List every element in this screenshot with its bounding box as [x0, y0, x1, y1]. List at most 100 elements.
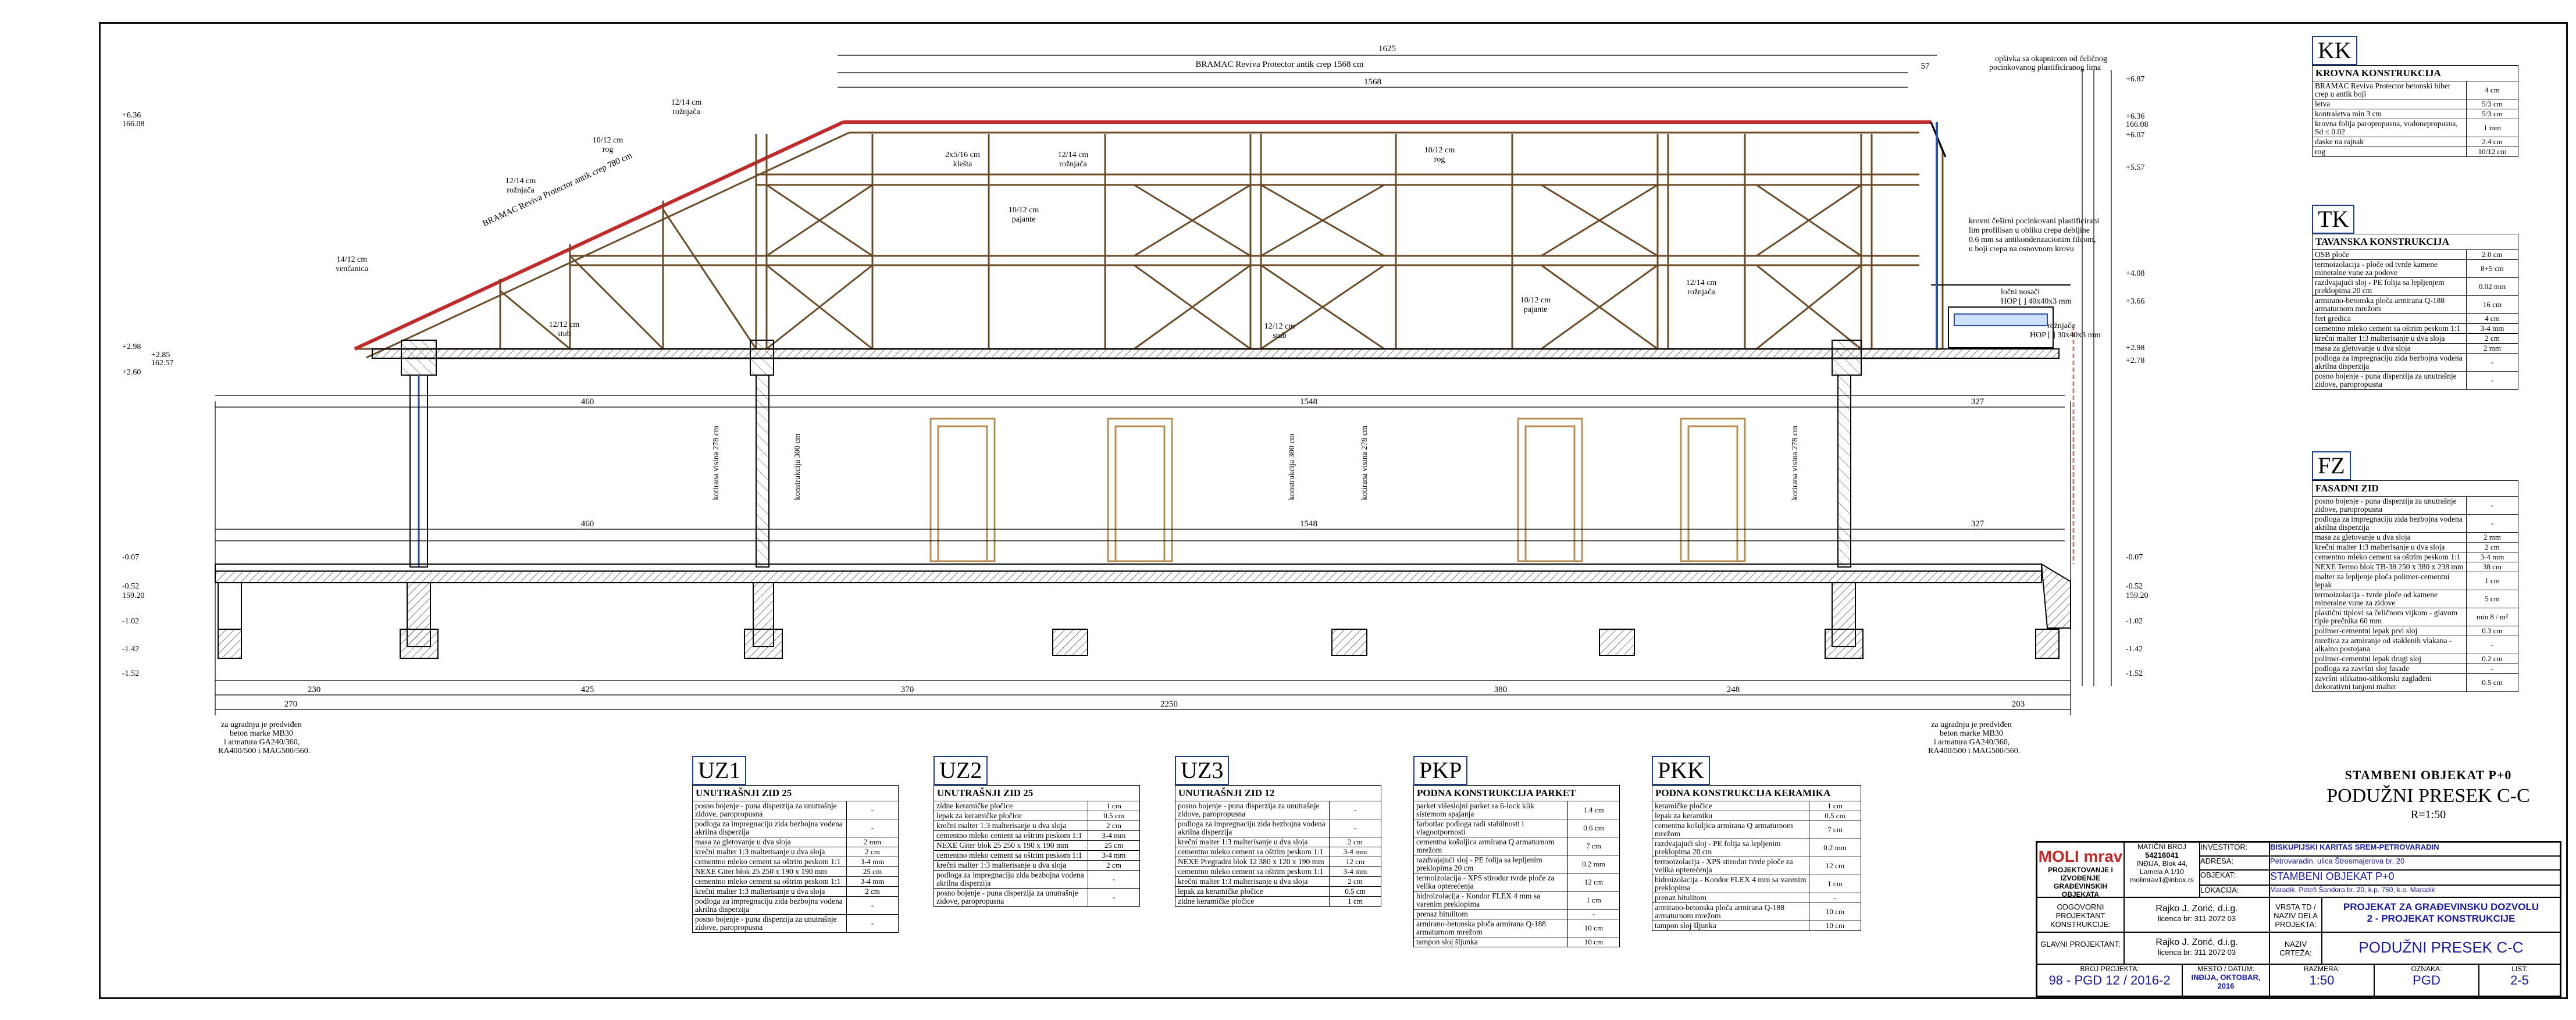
- timber-label: 12/14 cm: [671, 98, 702, 107]
- chief-designer-info: Rajko J. Zorić, d.i.g. licenca br: 311 2…: [2124, 932, 2269, 964]
- layer-value: 1 cm: [2466, 572, 2518, 590]
- layer-value: 2 cm: [2466, 542, 2518, 552]
- layer-value: 1 cm: [1809, 875, 1861, 893]
- legend-title: UNUTRAŠNJI ZID 25: [934, 785, 1140, 801]
- floor-slab: [215, 563, 2071, 629]
- layer-value: 3-4 mm: [2466, 552, 2518, 562]
- legend-table: UNUTRAŠNJI ZID 12 posno bojenje - puna d…: [1175, 785, 1381, 907]
- level-mark: 159.20: [2126, 591, 2149, 600]
- layer-name: masa za gletovanje u dva sloja: [692, 837, 847, 847]
- timber-label: 10/12 cm: [1520, 296, 1551, 305]
- sheet-value: 2-5: [2510, 973, 2529, 987]
- layer-value: 4 cm: [2466, 313, 2518, 324]
- legend-table: UNUTRAŠNJI ZID 25 posno bojenje - puna d…: [692, 785, 899, 933]
- ceiling-slab: [372, 340, 2060, 376]
- drawing-name-label: NAZIV CRTEŽA:: [2269, 932, 2322, 964]
- section-title: PODUŽNI PRESEK C-C: [2326, 785, 2530, 807]
- dim-text: 57: [1921, 62, 1930, 71]
- layer-value: 12 cm: [1329, 857, 1381, 867]
- layer-name: razdvajajući sloj - PE folija sa lepljen…: [2312, 277, 2467, 296]
- dim-text: 425: [581, 685, 594, 694]
- dimension-lines: [215, 55, 2112, 715]
- timber-label: rožnjača: [1059, 160, 1087, 169]
- dim-text: 2250: [1160, 700, 1178, 709]
- layer-name: OSB ploče: [2312, 249, 2467, 260]
- layer-value: 1 cm: [1329, 896, 1381, 907]
- object-title: STAMBENI OBJEKAT P+0: [2345, 768, 2512, 782]
- layer-name: hidroizolacija - Kondor FLEX 4 mm sa var…: [1652, 875, 1809, 893]
- layer-value: 3-4 mm: [1329, 866, 1381, 877]
- dim-text: 380: [1494, 685, 1508, 694]
- level-mark: 166.08: [2126, 120, 2149, 129]
- timber-label: venčanica: [336, 265, 369, 273]
- timber-label: 12/14 cm: [1058, 151, 1089, 159]
- legend-code: PKK: [1652, 756, 1711, 785]
- timber-label: rožnjača: [672, 108, 700, 116]
- level-mark: +5.57: [2126, 163, 2144, 172]
- layer-value: -: [1329, 801, 1381, 819]
- annotation-text: i armatura GA240/360,: [224, 738, 300, 747]
- layer-name: krečni malter 1:3 malterisanje u dva slo…: [2312, 333, 2467, 344]
- layer-value: 0.2 mm: [1567, 855, 1620, 873]
- layer-name: rog: [2312, 147, 2467, 157]
- layer-name: zidne keramičke pločice: [1175, 896, 1330, 907]
- layer-value: 3-4 mm: [1329, 847, 1381, 857]
- layer-name: masa za gletovanje u dva sloja: [2312, 532, 2467, 543]
- legend-table: PODNA KONSTRUKCIJA KERAMIKA keramičke pl…: [1652, 785, 1861, 931]
- designer-license: licenca br: 311 2072 03: [2157, 914, 2236, 923]
- level-mark: +6.87: [2126, 75, 2144, 84]
- layer-name: krečni malter 1:3 malterisanje u dva slo…: [692, 886, 847, 897]
- legend-code: UZ2: [934, 756, 988, 785]
- layer-value: -: [2466, 636, 2518, 654]
- layer-name: cementno mleko cement sa oštrim peskom 1…: [692, 857, 847, 867]
- layer-name: podloga za impregnaciju zida bezbojna vo…: [934, 870, 1088, 889]
- layer-name: letva: [2312, 99, 2467, 109]
- project-type: PROJEKAT ZA GRAĐEVINSKU DOZVOLU 2 - PROJ…: [2322, 897, 2560, 932]
- annotation-text: RA400/500 i MAG500/560.: [1928, 747, 2020, 755]
- project-number-label: BROJ PROJEKTA:: [2080, 965, 2139, 973]
- layer-name: razdvajajući sloj - PE folija sa lepljen…: [1652, 839, 1809, 857]
- legend-uz3: UZ3 UNUTRAŠNJI ZID 12 posno bojenje - pu…: [1175, 756, 1381, 907]
- layer-name: kontraletva min 3 cm: [2312, 109, 2467, 119]
- layer-name: termoizolacija - XPS stirodur tvrde ploč…: [1652, 857, 1809, 875]
- layer-value: 0.2 mm: [1809, 839, 1861, 857]
- layer-name: NEXE Giter blok 25 250 x 190 x 190 mm: [692, 866, 847, 877]
- legend-code: FZ: [2312, 451, 2351, 480]
- designer-info: Rajko J. Zorić, d.i.g. licenca br: 311 2…: [2124, 897, 2269, 932]
- layer-name: cementno mleko cement sa oštrim peskom 1…: [692, 876, 847, 887]
- dim-text: 460: [581, 397, 594, 406]
- layer-name: podloga za impregnaciju zida bezbojna vo…: [692, 819, 847, 837]
- level-mark: -0.07: [122, 553, 139, 562]
- level-mark: +6.36: [122, 111, 141, 120]
- layer-name: cementno mleko cement sa oštrim peskom 1…: [934, 830, 1088, 841]
- layer-name: podloga za impregnaciju zida bezbojna vo…: [1175, 819, 1330, 837]
- layer-name: krečni malter 1:3 malterisanje u dva slo…: [934, 821, 1088, 831]
- drawing-title: STAMBENI OBJEKAT P+0 PODUŽNI PRESEK C-C …: [2297, 768, 2559, 822]
- layer-value: 2 cm: [2466, 333, 2518, 344]
- layer-value: -: [1088, 870, 1140, 889]
- legend-table: PODNA KONSTRUKCIJA PARKET parket višeslo…: [1413, 785, 1620, 947]
- layer-name: zidne keramičke pločice: [934, 801, 1088, 811]
- level-mark: -0.52: [122, 582, 139, 591]
- layer-name: podloga za impregnaciju zida bezbojna vo…: [692, 896, 847, 915]
- logo-sub: GRAĐEVINSKIH OBJEKATA: [2053, 882, 2107, 897]
- sheet-label: LIST:: [2511, 965, 2528, 973]
- layer-value: 10 cm: [1809, 921, 1861, 931]
- layer-name: armirano-betonska ploča armirana Q-188 a…: [2312, 295, 2467, 314]
- level-mark: +2.98: [2126, 344, 2144, 352]
- annotation-text: za ugradnju je predviđen: [221, 721, 302, 729]
- legend-code: UZ3: [1175, 756, 1230, 785]
- sheet-border: [99, 22, 2568, 999]
- layer-name: krečni malter 1:3 malterisanje u dva slo…: [692, 847, 847, 857]
- layer-name: hidroizolacija - Kondor FLEX 4 mm sa var…: [1413, 891, 1568, 910]
- mark: OZNAKA: PGD: [2374, 964, 2479, 996]
- legend-title: UNUTRAŠNJI ZID 12: [1175, 785, 1381, 801]
- dim-text: 327: [1971, 397, 1984, 406]
- layer-value: 10 cm: [1567, 937, 1620, 947]
- layer-value: 5 cm: [2466, 590, 2518, 608]
- level-mark: -1.42: [122, 645, 139, 654]
- timber-label: stub: [1273, 331, 1286, 340]
- location-value: Maradik, Petefi Šandora br. 20, k.p. 750…: [2269, 885, 2560, 897]
- layer-name: krečni malter 1:3 malterisanje u dva slo…: [1175, 876, 1330, 887]
- walls: [409, 326, 2075, 568]
